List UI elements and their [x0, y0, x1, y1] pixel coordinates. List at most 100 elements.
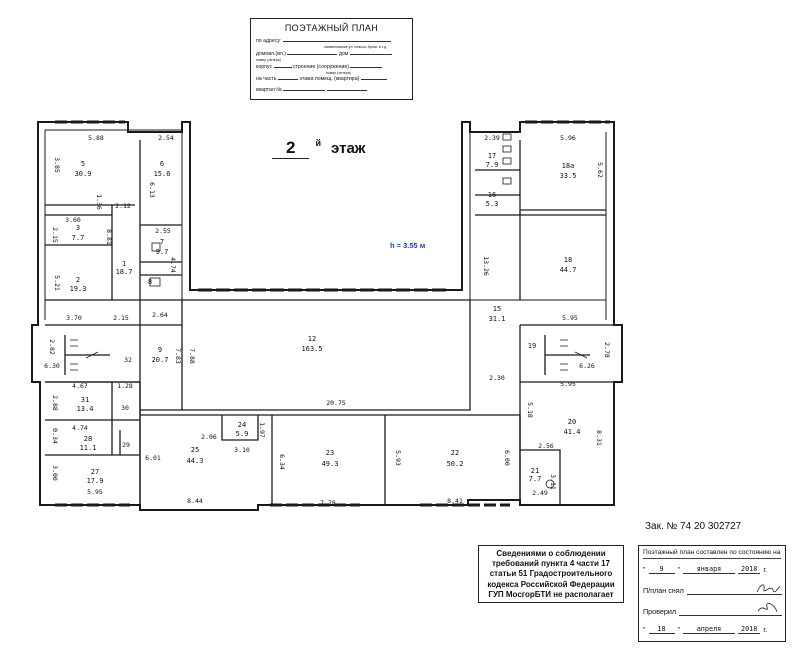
header-house-line — [287, 50, 338, 55]
room-area: 7.9 — [486, 161, 499, 169]
dim: 2.12 — [115, 202, 131, 210]
dim: 8.81 — [105, 229, 113, 245]
room-area: 7.7 — [72, 234, 85, 242]
floor-plan-header-box: ПОЭТАЖНЫЙ ПЛАН по адресу: наименование у… — [250, 18, 413, 100]
dim: 6.00 — [503, 450, 511, 466]
room-number: 28 — [84, 435, 92, 443]
dim: 4.67 — [72, 382, 88, 390]
stamp-date-1: " 9 " января 2018 г. — [643, 565, 781, 574]
stamp-checked-line — [679, 609, 782, 616]
dim: 2.06 — [201, 433, 217, 441]
dim: 4.74 — [169, 257, 177, 273]
dim: 13.26 — [482, 256, 490, 276]
dim: 30 — [121, 404, 129, 412]
dim: 6.30 — [44, 362, 60, 370]
dim: 0.34 — [51, 428, 59, 444]
dim: 1.28 — [117, 382, 133, 390]
signature-icon — [756, 584, 781, 593]
header-quarter-row: квартал № — [256, 86, 407, 94]
dim: 5.96 — [560, 134, 576, 142]
stamp-date-2: " 18 " апреля 2018 г. — [643, 625, 781, 634]
dim: 2.54 — [158, 134, 174, 142]
room-number: 21 — [531, 467, 539, 475]
dim: 5.95 — [562, 314, 578, 322]
room-number: 2 — [76, 276, 80, 284]
header-structure-label: строение (сооружение) — [292, 63, 350, 70]
bti-stamp: Поэтажный план составлен по состоянию на… — [638, 545, 786, 642]
dim: 2.56 — [538, 442, 554, 450]
room-number: 18 — [564, 256, 572, 264]
dim: 2.78 — [603, 342, 611, 358]
dim: 2.15 — [51, 227, 59, 243]
dim: 5.88 — [88, 134, 104, 142]
ceiling-height-label: h = 3.55 м — [390, 241, 426, 250]
room-area: 44.7 — [560, 266, 577, 274]
stamp-removed-label: П/план снял — [643, 586, 684, 595]
dim: 4.74 — [72, 424, 88, 432]
order-number: Зак. № 74 20 302727 — [645, 521, 742, 532]
room-number: 27 — [91, 468, 99, 476]
stamp-removed-row: П/план снял — [643, 581, 782, 595]
header-quarter-line-2 — [326, 86, 367, 92]
stamp-year-suffix-2: г. — [763, 627, 768, 634]
header-structure-line — [350, 63, 383, 68]
dim: 3.11 — [549, 474, 557, 490]
dim: 29 — [122, 441, 130, 449]
room-number: 5 — [81, 160, 85, 168]
header-part-label: на часть — [256, 76, 277, 83]
quote-mark: " — [677, 567, 681, 574]
room-number: 16 — [488, 191, 496, 199]
room-number: 15 — [493, 305, 501, 313]
stamp-day-1: 9 — [648, 565, 675, 574]
info-line: кодекса Российской Федерации — [487, 579, 615, 589]
room-number: 17 — [488, 152, 496, 160]
header-corpus-line — [273, 63, 292, 68]
room-number: 12 — [308, 335, 316, 343]
quote-mark: " — [677, 627, 681, 634]
room-area: 163.5 — [301, 345, 322, 353]
header-premises-line — [360, 75, 387, 81]
header-part-row: на часть этажа помещ. (квартира) — [256, 75, 407, 83]
dim: 6.01 — [145, 454, 161, 462]
header-house-row: домовл.(вл.) дом — [256, 50, 407, 58]
room-number: 31 — [81, 396, 89, 404]
stamp-year-suffix-1: г. — [763, 567, 768, 574]
dim: 2.49 — [532, 489, 548, 497]
dim: 8.41 — [447, 497, 463, 505]
room-number: 8 — [148, 278, 152, 286]
dim: 20.75 — [326, 399, 346, 407]
dim: 5.95 — [560, 380, 576, 388]
info-line: статьи 51 Градостроительного — [489, 569, 613, 579]
dim: 8.44 — [187, 497, 203, 505]
dim: 1.97 — [258, 422, 266, 438]
room-area: 41.4 — [564, 428, 581, 436]
room-area: 31.1 — [489, 315, 506, 323]
dim: 1.36 — [95, 194, 103, 210]
room-area: 49.3 — [322, 460, 339, 468]
stamp-checked-label: Проверил — [643, 607, 677, 616]
header-building-row: корпус строение (сооружение) — [256, 63, 407, 71]
header-dom-label: дом — [338, 50, 349, 57]
dim: 3.60 — [65, 216, 81, 224]
room-area: 33.5 — [560, 172, 577, 180]
quote-mark: " — [643, 567, 646, 574]
dim: 3.10 — [234, 446, 250, 454]
header-part-line — [277, 75, 298, 81]
room-area: 50.2 — [447, 460, 464, 468]
dim: 5.21 — [53, 275, 61, 291]
dim: 3.85 — [53, 157, 61, 173]
room-number: 9 — [158, 346, 162, 354]
dim: 2.88 — [51, 395, 59, 411]
room-number: 22 — [451, 449, 459, 457]
dim: 3.00 — [51, 465, 59, 481]
header-quarter-label: квартал № — [256, 87, 282, 94]
info-line: требований пункта 4 части 17 — [491, 559, 610, 569]
room-area: 15.6 — [154, 170, 171, 178]
dim: 5.18 — [526, 402, 534, 418]
header-address-label: по адресу: — [256, 38, 282, 45]
header-building-note: номер (литера) — [326, 70, 351, 75]
room-number: 25 — [191, 446, 199, 454]
room-area: 9.7 — [156, 248, 169, 256]
